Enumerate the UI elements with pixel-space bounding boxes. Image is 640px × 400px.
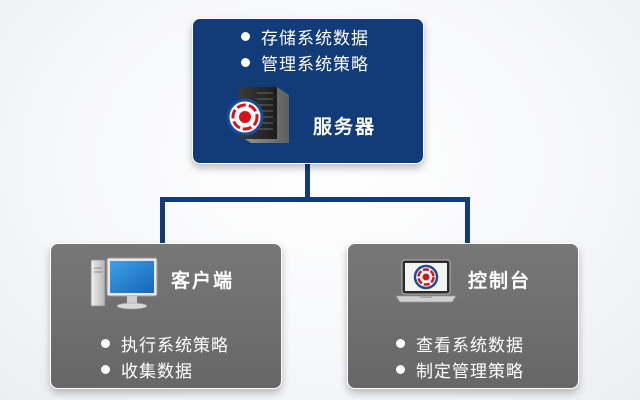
connector-trunk bbox=[305, 160, 310, 200]
server-node: 存储系统数据 管理系统策略 bbox=[192, 18, 424, 164]
bullet-icon bbox=[101, 338, 110, 348]
server-function-label: 管理系统策略 bbox=[261, 54, 369, 75]
client-function-label: 收集数据 bbox=[121, 361, 193, 382]
server-function-item: 存储系统数据 bbox=[241, 23, 369, 49]
server-function-item: 管理系统策略 bbox=[241, 49, 369, 75]
console-function-label: 制定管理策略 bbox=[416, 361, 524, 382]
connector-horizontal bbox=[160, 197, 470, 202]
bullet-icon bbox=[241, 57, 250, 67]
console-function-label: 查看系统数据 bbox=[416, 335, 524, 356]
console-function-item: 查看系统数据 bbox=[396, 330, 524, 356]
client-node: 客户端 执行系统策略 收集数据 bbox=[50, 243, 282, 389]
bullet-icon bbox=[241, 31, 250, 41]
client-title: 客户端 bbox=[171, 270, 235, 292]
console-title: 控制台 bbox=[468, 270, 532, 292]
client-function-label: 执行系统策略 bbox=[121, 335, 229, 356]
console-node: 控制台 查看系统数据 制定管理策略 bbox=[347, 243, 579, 389]
connector-to-client bbox=[160, 197, 165, 249]
client-function-item: 收集数据 bbox=[101, 356, 229, 382]
laptop-icon bbox=[395, 259, 457, 303]
connector-to-console bbox=[465, 197, 470, 249]
console-function-list: 查看系统数据 制定管理策略 bbox=[396, 330, 524, 382]
server-function-list: 存储系统数据 管理系统策略 bbox=[241, 23, 369, 75]
server-function-label: 存储系统数据 bbox=[261, 28, 369, 49]
desktop-computer-icon bbox=[90, 257, 158, 310]
server-title: 服务器 bbox=[313, 116, 377, 138]
server-rack-icon bbox=[226, 87, 289, 143]
bullet-icon bbox=[396, 364, 405, 374]
bullet-icon bbox=[396, 338, 405, 348]
client-function-list: 执行系统策略 收集数据 bbox=[101, 330, 229, 382]
bullet-icon bbox=[101, 364, 110, 374]
client-function-item: 执行系统策略 bbox=[101, 330, 229, 356]
console-function-item: 制定管理策略 bbox=[396, 356, 524, 382]
